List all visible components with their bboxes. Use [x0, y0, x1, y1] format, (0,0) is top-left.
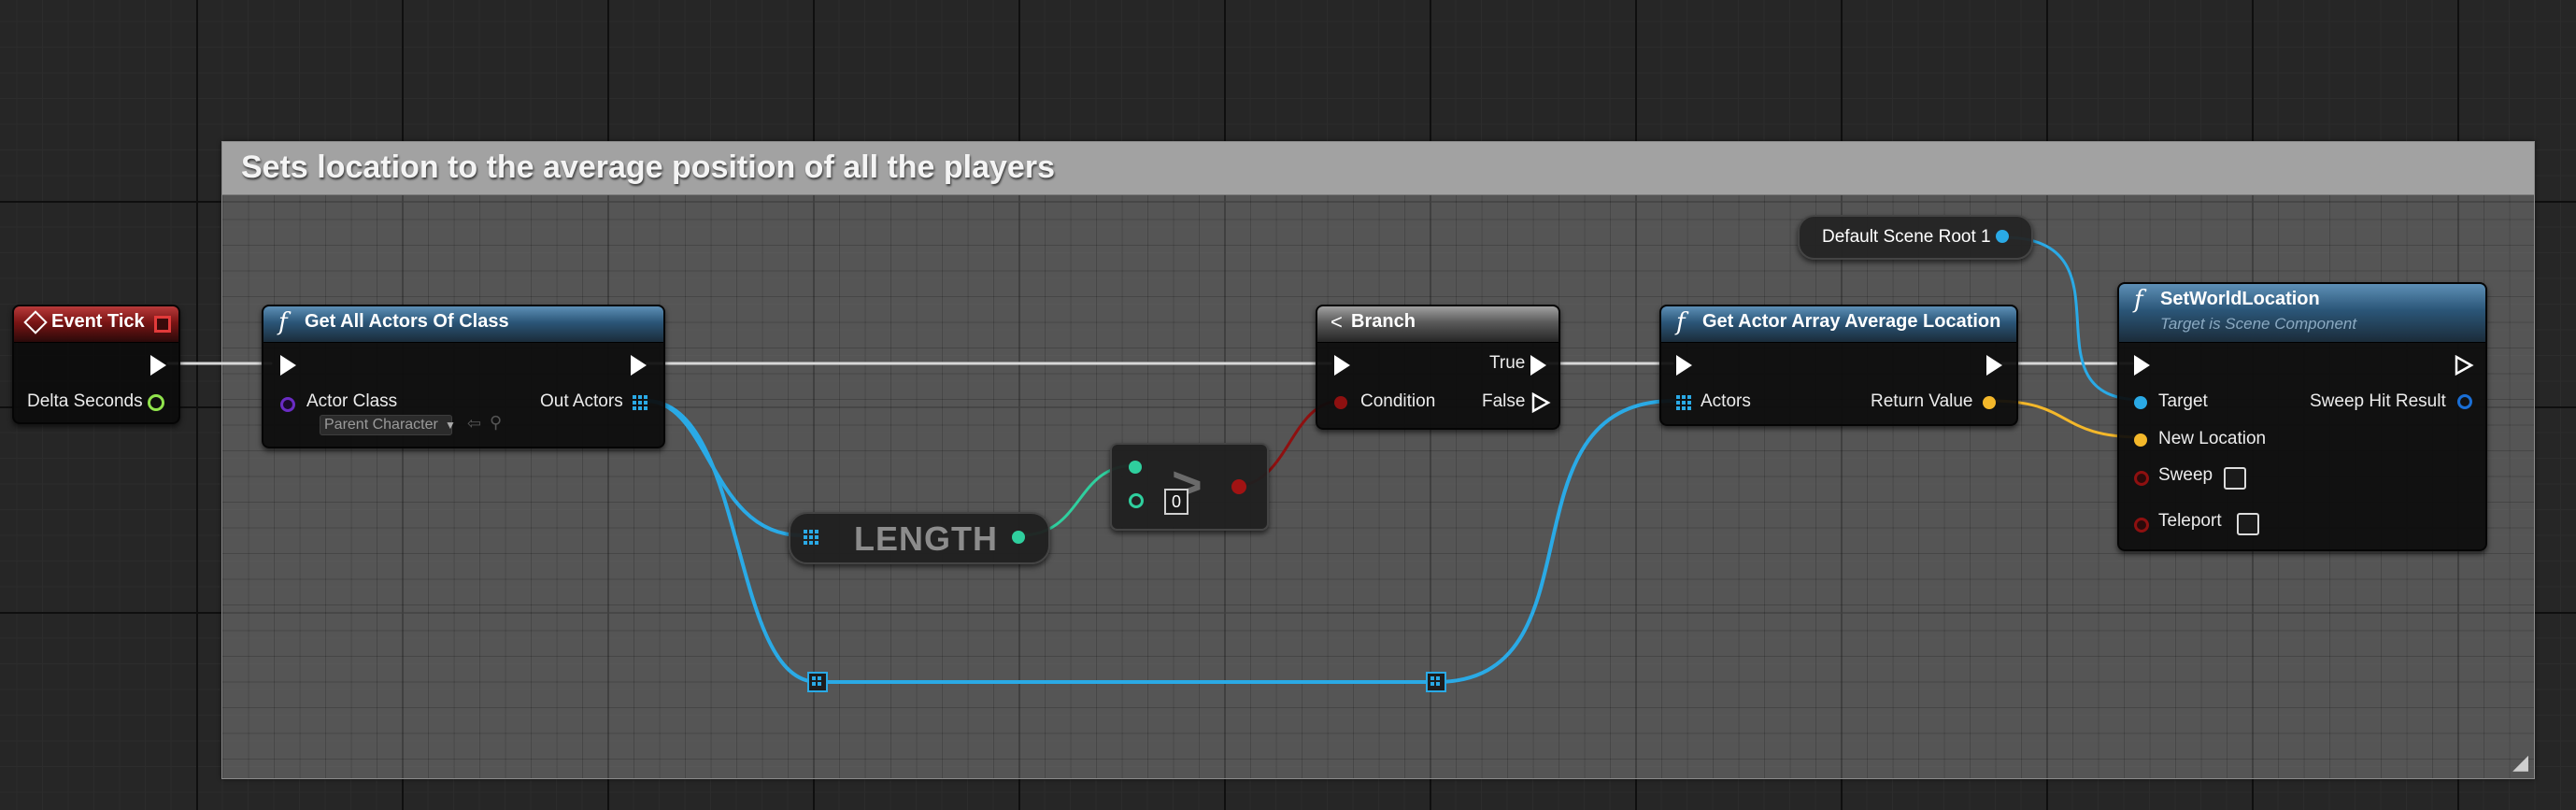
out-actors-array-pin[interactable]: [633, 395, 648, 410]
sweep-pin[interactable]: [2134, 471, 2149, 486]
reroute-node-2: [1426, 672, 1446, 692]
delta-seconds-label: Delta Seconds: [27, 391, 143, 411]
chevron-down-icon[interactable]: ▼: [445, 419, 456, 432]
new-location-label: New Location: [2158, 429, 2267, 448]
sweep-hit-result-label: Sweep Hit Result: [2310, 391, 2446, 411]
event-delegate-icon[interactable]: [154, 316, 171, 333]
condition-pin[interactable]: [1334, 396, 1347, 409]
actor-class-value: Parent Character: [324, 417, 438, 433]
default-scene-root-out-pin[interactable]: [1996, 230, 2009, 243]
out-actors-label: Out Actors: [540, 391, 623, 411]
true-exec-pin[interactable]: [1530, 355, 1546, 376]
event-diamond-icon: [23, 310, 48, 334]
exec-out-pin[interactable]: [631, 355, 647, 376]
teleport-label: Teleport: [2158, 511, 2222, 531]
object-wire-sceneroot-to-target: [2000, 235, 2144, 402]
actor-class-label: Actor Class: [306, 391, 398, 411]
compare-b-pin[interactable]: [1129, 493, 1144, 508]
delta-seconds-pin[interactable]: [148, 394, 164, 411]
sweep-checkbox[interactable]: [2224, 467, 2246, 490]
actor-class-dropdown[interactable]: Parent Character: [320, 415, 452, 435]
event-tick-title: Event Tick: [51, 311, 145, 332]
default-scene-root-title: Default Scene Root 1: [1822, 227, 1991, 247]
comment-title: Sets location to the average position of…: [241, 149, 1055, 185]
target-label: Target: [2158, 391, 2208, 411]
exec-in-pin[interactable]: [1334, 355, 1350, 376]
branch-icon: <: [1331, 310, 1343, 334]
actors-label: Actors: [1701, 391, 1751, 411]
length-int-out-pin[interactable]: [1012, 531, 1025, 544]
average-location-title: Get Actor Array Average Location: [1702, 311, 2001, 332]
function-icon: f: [1676, 308, 1686, 336]
true-label: True: [1489, 353, 1526, 373]
branch-node[interactable]: < Branch True Condition False: [1316, 305, 1560, 430]
default-scene-root-node[interactable]: Default Scene Root 1: [1798, 215, 2033, 260]
return-value-pin[interactable]: [1983, 396, 1996, 409]
target-pin[interactable]: [2134, 396, 2147, 409]
event-tick-header[interactable]: Event Tick: [14, 306, 178, 343]
set-world-location-header[interactable]: f SetWorldLocation Target is Scene Compo…: [2119, 284, 2485, 343]
get-all-actors-header[interactable]: f Get All Actors Of Class: [263, 306, 663, 343]
compare-node[interactable]: > 0: [1110, 443, 1269, 531]
length-node[interactable]: LENGTH: [789, 512, 1050, 564]
average-location-node[interactable]: f Get Actor Array Average Location Actor…: [1659, 305, 2018, 426]
exec-out-pin[interactable]: [150, 355, 166, 376]
comment-header[interactable]: Sets location to the average position of…: [222, 142, 2534, 195]
use-selected-arrow-icon[interactable]: ⇦: [467, 414, 482, 433]
array-wire-outactors-to-length: [644, 399, 804, 537]
false-exec-pin[interactable]: [1530, 392, 1551, 413]
condition-label: Condition: [1360, 391, 1436, 411]
actors-array-in-pin[interactable]: [1676, 395, 1691, 410]
exec-in-pin[interactable]: [280, 355, 296, 376]
length-title: LENGTH: [854, 519, 998, 558]
function-icon: f: [2134, 286, 2143, 314]
exec-out-pin[interactable]: [1986, 355, 2002, 376]
array-wire-reroute2-to-actors: [1434, 399, 1676, 684]
branch-header[interactable]: < Branch: [1317, 306, 1558, 343]
event-tick-node[interactable]: Event Tick Delta Seconds: [12, 305, 180, 424]
reroute-node-1: [807, 672, 828, 692]
teleport-checkbox[interactable]: [2237, 513, 2259, 535]
exec-in-pin[interactable]: [1676, 355, 1692, 376]
compare-b-input[interactable]: 0: [1164, 489, 1188, 515]
new-location-pin[interactable]: [2134, 433, 2147, 447]
function-icon: f: [278, 308, 288, 336]
exec-out-pin[interactable]: [2454, 355, 2474, 376]
sweep-label: Sweep: [2158, 465, 2213, 485]
false-label: False: [1482, 391, 1526, 411]
return-value-label: Return Value: [1871, 391, 1973, 411]
branch-title: Branch: [1351, 311, 1416, 332]
browse-search-icon[interactable]: ⚲: [490, 413, 503, 432]
length-array-in-pin[interactable]: [804, 530, 818, 545]
array-wire-outactors-to-reroute1: [644, 399, 819, 684]
teleport-pin[interactable]: [2134, 518, 2149, 533]
resize-grip-icon[interactable]: ◢: [2512, 750, 2528, 774]
sweep-hit-result-pin[interactable]: [2457, 394, 2472, 409]
get-all-actors-node[interactable]: f Get All Actors Of Class Actor Class Pa…: [262, 305, 665, 448]
get-all-actors-title: Get All Actors Of Class: [305, 311, 509, 332]
compare-a-pin[interactable]: [1129, 461, 1142, 474]
set-world-location-subtitle: Target is Scene Component: [2160, 315, 2357, 333]
average-location-header[interactable]: f Get Actor Array Average Location: [1661, 306, 2016, 343]
exec-in-pin[interactable]: [2134, 355, 2150, 376]
compare-bool-out-pin[interactable]: [1231, 479, 1246, 494]
set-world-location-node[interactable]: f SetWorldLocation Target is Scene Compo…: [2117, 282, 2487, 551]
set-world-location-title: SetWorldLocation: [2160, 289, 2320, 309]
actor-class-pin[interactable]: [280, 397, 295, 412]
